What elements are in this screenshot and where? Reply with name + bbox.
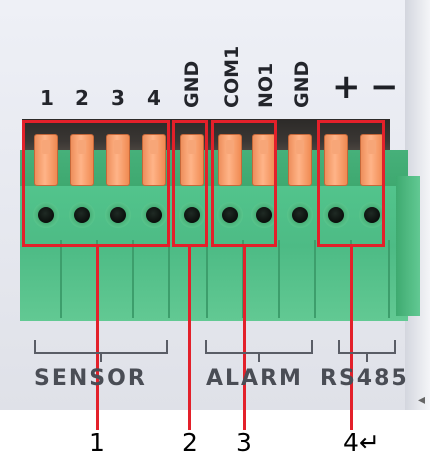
wire-hole [141,202,167,228]
segment-divider [132,240,134,318]
segment-divider [60,240,62,318]
bracket-tick [258,352,260,362]
highlight-box-sensor [22,120,170,247]
edge-arrow-icon: ◂ [418,392,426,408]
wire-hole [179,202,205,228]
pin-name-no1: NO1 [255,62,277,108]
bracket-tick [366,352,368,362]
segment-divider [168,240,170,318]
highlight-box-rs485 [317,120,385,247]
release-lever [180,134,204,186]
wire-hole [287,202,313,228]
pin-label-4: 4 [147,86,161,110]
segment-divider [278,240,280,318]
release-lever [218,134,242,186]
leader-line-2 [188,247,191,430]
leader-line-4 [350,247,353,430]
wire-hole [33,202,59,228]
wire-hole [323,202,349,228]
pin-label-1: 1 [40,86,54,110]
wire-hole [105,202,131,228]
release-lever [106,134,130,186]
segment-divider [206,240,208,318]
plus-symbol: + [332,67,361,107]
release-lever [34,134,58,186]
label-rs485: RS485 [320,366,409,391]
minus-symbol: − [370,67,399,107]
callout-number-1: 1 [89,428,105,457]
pin-name-gnd-2: GND [291,60,313,108]
label-alarm: ALARM [206,366,303,391]
wire-hole [69,202,95,228]
release-lever [70,134,94,186]
wire-hole [251,202,277,228]
pin-name-com1: COM1 [221,45,243,108]
leader-line-3 [243,247,246,430]
label-sensor: SENSOR [34,366,147,391]
highlight-box-alarm [211,120,277,247]
release-lever [324,134,348,186]
wire-hole [217,202,243,228]
pin-name-gnd: GND [181,60,203,108]
highlight-box-gnd [172,120,208,247]
segment-divider [314,240,316,318]
callout-number-2: 2 [182,428,198,457]
callout-number-4: 4↵ [343,428,380,457]
terminal-side [396,176,420,316]
callout-number-3: 3 [236,428,252,457]
wire-hole [359,202,385,228]
bracket-tick [100,352,102,362]
leader-line-1 [96,247,99,430]
pin-label-2: 2 [75,86,89,110]
pin-label-3: 3 [111,86,125,110]
release-lever [288,134,312,186]
segment-divider [388,240,390,318]
release-lever [142,134,166,186]
